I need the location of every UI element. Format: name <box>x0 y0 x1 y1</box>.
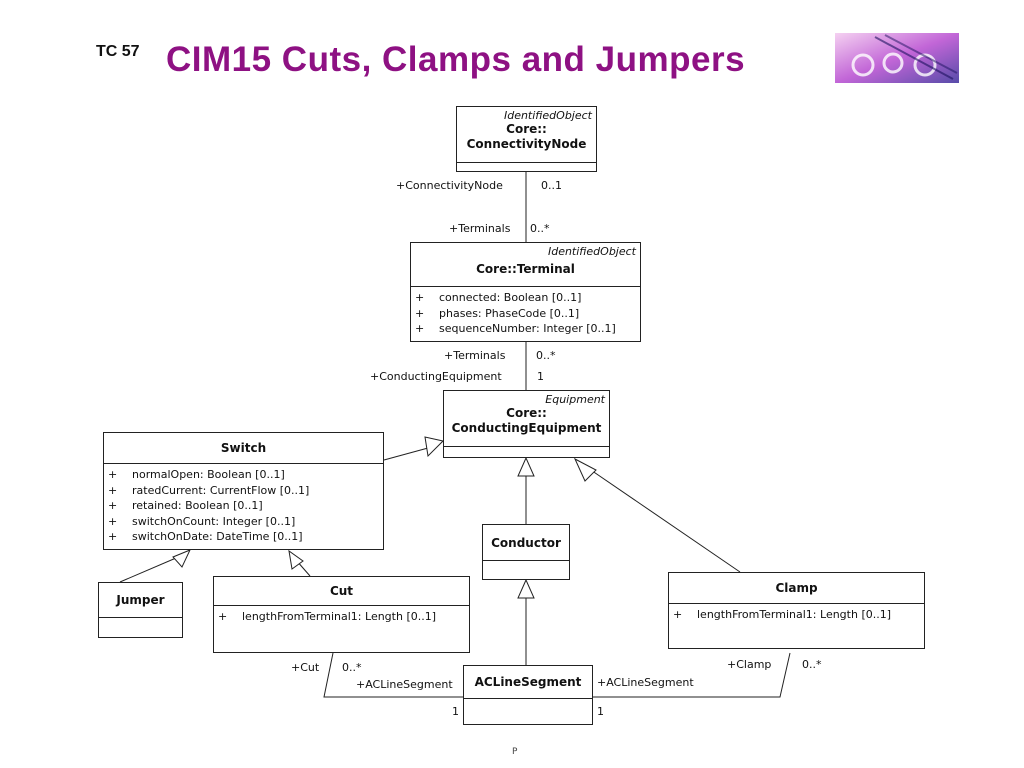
role-label: +ConductingEquipment <box>370 370 502 383</box>
attribute-row: +sequenceNumber: Integer [0..1] <box>415 322 616 335</box>
attribute-row: +normalOpen: Boolean [0..1] <box>108 468 285 481</box>
class-name-namespace: Core:: <box>506 122 547 136</box>
class-name: Cut <box>329 584 354 598</box>
class-connectivity-node[interactable]: IdentifiedObject Core:: ConnectivityNode <box>456 106 597 172</box>
slide-title: CIM15 Cuts, Clamps and Jumpers <box>166 40 746 79</box>
role-label: +Terminals <box>444 349 506 362</box>
role-label: +Cut <box>291 661 320 674</box>
class-name-namespace: Core:: <box>506 406 547 420</box>
association-clamp-segment <box>593 652 791 698</box>
role-label: +Terminals <box>449 222 511 235</box>
role-label: +ConnectivityNode <box>396 179 503 192</box>
multiplicity-label: 1 <box>537 370 544 383</box>
aclinesegment-arrowhead <box>517 578 535 599</box>
class-aclinesegment[interactable]: ACLineSegment <box>463 665 593 725</box>
tc-label: TC 57 <box>96 43 140 60</box>
attribute-row: +phases: PhaseCode [0..1] <box>415 306 580 320</box>
role-label: +ACLineSegment <box>597 676 694 689</box>
multiplicity-label: 0..* <box>342 661 362 674</box>
multiplicity-label: 1 <box>597 705 604 718</box>
multiplicity-label: 0..* <box>802 658 822 671</box>
attribute-list: +connected: Boolean [0..1] +phases: Phas… <box>411 287 640 340</box>
class-name: ConnectivityNode <box>466 137 587 151</box>
class-name: ConductingEquipment <box>451 421 602 435</box>
stereotype-label: Equipment <box>545 393 605 406</box>
attribute-row: +retained: Boolean [0..1] <box>108 499 263 512</box>
class-name: Clamp <box>775 581 818 595</box>
jumper-arrowhead <box>172 549 192 568</box>
multiplicity-label: 0..* <box>536 349 556 362</box>
class-name: Conductor <box>491 536 561 550</box>
association-cut-segment <box>323 652 463 698</box>
decorative-logo <box>835 33 959 83</box>
stereotype-label: IdentifiedObject <box>547 245 636 258</box>
clamp-arrowhead <box>573 457 597 482</box>
generalization-jumper-line <box>119 557 177 583</box>
class-clamp[interactable]: Clamp +lengthFromTerminal1: Length [0..1… <box>668 572 925 649</box>
multiplicity-label: 0..1 <box>541 179 562 192</box>
attribute-row: +switchOnCount: Integer [0..1] <box>108 514 296 528</box>
class-name: Switch <box>220 441 267 455</box>
page-marker: P <box>512 747 518 757</box>
attribute-row: +lengthFromTerminal1: Length [0..1] <box>218 610 437 623</box>
attribute-row: +ratedCurrent: CurrentFlow [0..1] <box>108 483 310 497</box>
attribute-list: +lengthFromTerminal1: Length [0..1] <box>214 606 469 628</box>
multiplicity-label: 0..* <box>530 222 550 235</box>
role-label: +ACLineSegment <box>356 678 453 691</box>
class-switch[interactable]: Switch +normalOpen: Boolean [0..1] +rate… <box>103 432 384 550</box>
stereotype-label: IdentifiedObject <box>503 109 592 122</box>
class-conductor[interactable]: Conductor <box>482 524 570 580</box>
class-name: Jumper <box>116 593 165 607</box>
attribute-list: +lengthFromTerminal1: Length [0..1] <box>669 604 924 626</box>
class-name: ACLineSegment <box>474 675 582 689</box>
attribute-row: +connected: Boolean [0..1] <box>415 291 582 304</box>
attribute-list: +normalOpen: Boolean [0..1] +ratedCurren… <box>104 464 383 548</box>
class-name: Core::Terminal <box>476 262 575 276</box>
generalization-clamp-line <box>584 465 741 573</box>
cut-arrowhead <box>288 549 304 570</box>
multiplicity-label: 1 <box>452 705 459 718</box>
role-label: +Clamp <box>727 658 772 671</box>
attribute-row: +switchOnDate: DateTime [0..1] <box>108 530 303 543</box>
class-conducting-equipment[interactable]: Equipment Core:: ConductingEquipment <box>443 390 610 458</box>
class-jumper[interactable]: Jumper <box>98 582 183 638</box>
switch-arrowhead <box>424 436 444 458</box>
class-cut[interactable]: Cut +lengthFromTerminal1: Length [0..1] <box>213 576 470 653</box>
attribute-row: +lengthFromTerminal1: Length [0..1] <box>673 608 892 621</box>
class-terminal[interactable]: IdentifiedObject Core::Terminal +connect… <box>410 242 641 342</box>
conductor-arrowhead <box>517 456 535 477</box>
